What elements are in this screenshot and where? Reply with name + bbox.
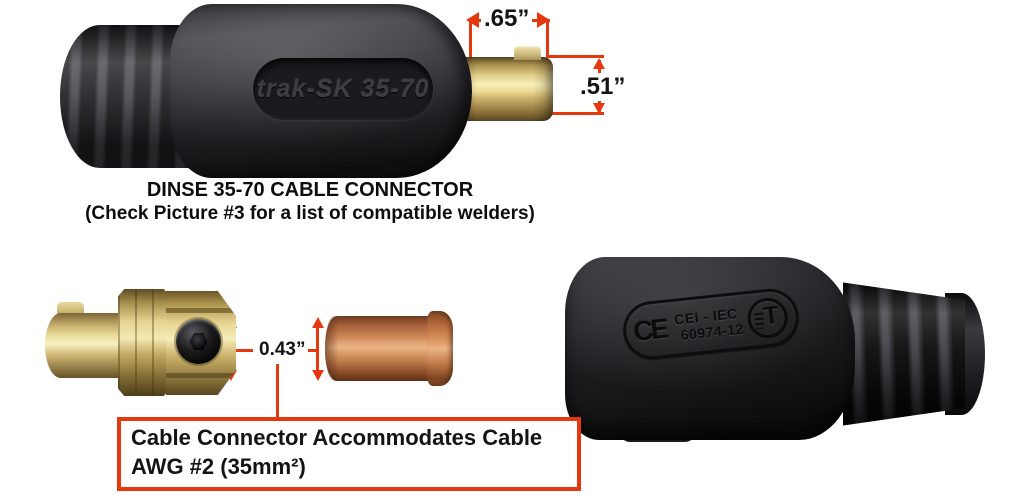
dim-tip-length-ext-right — [546, 20, 549, 56]
standard-text: CEI - IEC 60974-12 — [673, 305, 744, 344]
dim-bore-left-tick — [234, 349, 253, 352]
callout-box: Cable Connector Accommodates Cable AWG #… — [117, 417, 581, 491]
caption-subtitle: (Check Picture #3 for a list of compatib… — [85, 203, 535, 224]
dim-bore-right-line — [316, 326, 319, 372]
dim-tip-length-ext-left — [469, 20, 472, 57]
dim-tip-diameter-label: .51” — [577, 73, 629, 101]
callout-leader-line — [276, 364, 279, 417]
copper-ferrule-flare — [427, 311, 453, 386]
callout-line1: Cable Connector Accommodates Cable — [131, 425, 543, 450]
certification-marking-pill: CE CEI - IEC 60974-12 T — [620, 285, 802, 363]
dim-tip-diameter-tick-bottom — [548, 112, 604, 115]
set-screw — [176, 319, 221, 364]
copper-ferrule-tube — [325, 316, 435, 381]
dim-tip-diameter-arrow-up — [593, 58, 605, 69]
certification-logo-t-glyph: T — [762, 300, 781, 331]
emboss-label-pill: trak-SK 35-70 — [253, 58, 433, 120]
callout-line2: AWG #2 (35mm²) — [131, 454, 306, 479]
dim-tip-diameter-tick-top — [546, 55, 604, 58]
dim-bore-label: 0.43” — [256, 339, 309, 361]
brass-plug-pin — [45, 313, 127, 378]
ce-mark: CE — [631, 312, 668, 348]
rear-connector-body: CE CEI - IEC 60974-12 T — [565, 257, 855, 440]
rear-cable-boot-ribbed — [843, 282, 965, 426]
brass-terminal-key-nub — [514, 46, 541, 60]
dim-bore-right-arrow-up — [312, 317, 324, 328]
dim-bore-right-arrow-down — [312, 370, 324, 381]
caption-title: DINSE 35-70 CABLE CONNECTOR — [146, 179, 474, 201]
dim-tip-length-arrow-left — [466, 12, 479, 28]
dim-tip-diameter-arrow-down — [593, 103, 605, 114]
brass-plug-nub — [57, 302, 84, 316]
brass-plug-hex-collar — [118, 289, 170, 396]
brass-terminal-tip — [460, 57, 553, 121]
dim-tip-length-label: .65” — [481, 5, 533, 33]
emboss-label-text: trak-SK 35-70 — [256, 74, 430, 103]
connector-molded-body: trak-SK 35-70 — [170, 4, 472, 178]
dim-bore-right-tick — [303, 349, 317, 352]
certification-logo-icon: T — [745, 296, 790, 341]
